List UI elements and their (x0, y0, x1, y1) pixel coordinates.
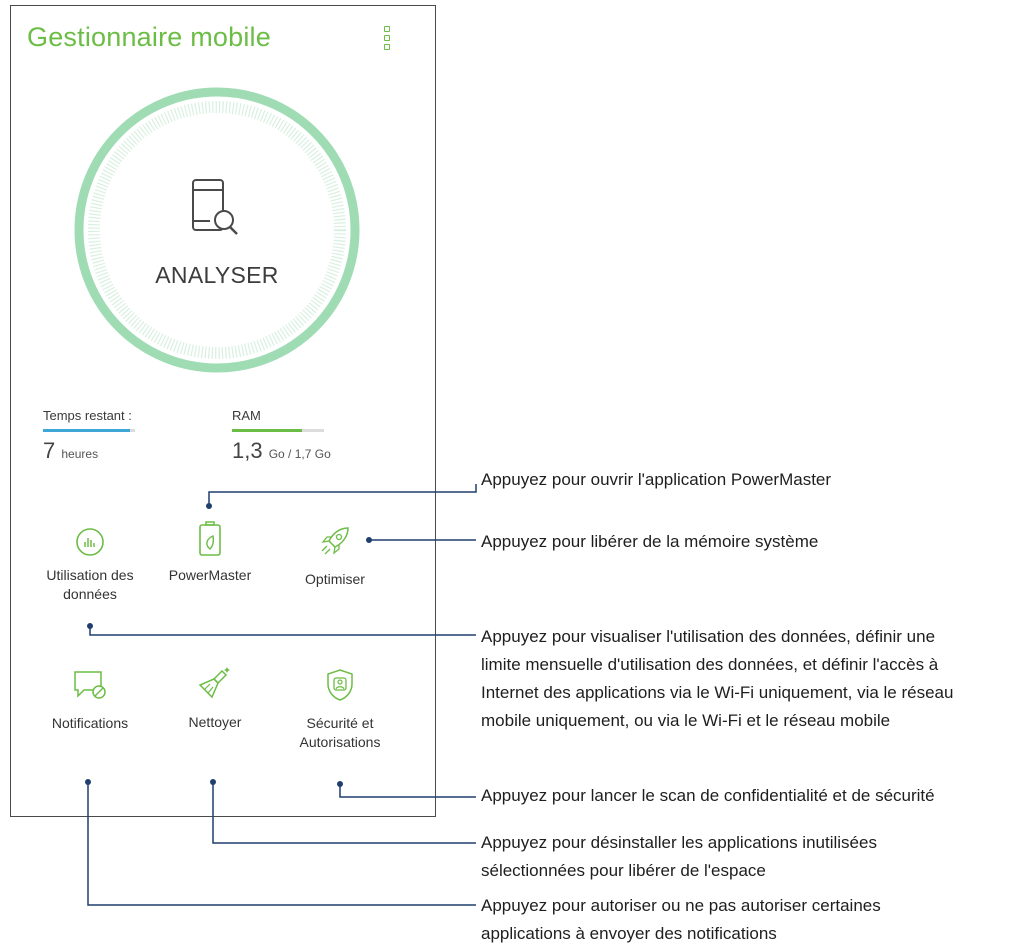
optimize-label: Optimiser (305, 571, 365, 587)
ram-bar-fill (232, 429, 302, 432)
more-options-icon[interactable] (384, 26, 392, 50)
clean-label: Nettoyer (188, 714, 242, 730)
data-usage-label-line1: Utilisation des (46, 567, 134, 583)
callout-notifications: Appuyez pour autoriser ou ne pas autoris… (481, 892, 881, 948)
chart-circle-icon (76, 528, 104, 556)
callout-data-usage-line: Appuyez pour visualiser l'utilisation de… (481, 627, 936, 646)
security-tile[interactable]: Sécurité et Autorisations (280, 668, 400, 752)
battery-unit: heures (61, 447, 99, 461)
callout-clean-line: Appuyez pour désinstaller les applicatio… (481, 833, 877, 852)
rocket-icon (321, 527, 349, 555)
battery-bar-fill (43, 429, 131, 432)
data-usage-tile[interactable]: Utilisation des données (25, 526, 155, 604)
phone-screen (10, 5, 436, 817)
callout-notifications-line: Appuyez pour autoriser ou ne pas autoris… (481, 896, 881, 915)
shield-user-icon (327, 669, 353, 701)
ram-label: RAM (232, 408, 261, 423)
phone-search-icon (192, 179, 238, 235)
scan-ring (74, 87, 360, 373)
security-label-line2: Autorisations (299, 734, 381, 750)
battery-bar (43, 429, 135, 432)
ram-stat[interactable]: RAM 1,3 Go / 1,7 Go (232, 408, 331, 464)
ram-used: 1,3 (232, 438, 263, 463)
battery-hours: 7 (43, 438, 56, 463)
callout-powermaster: Appuyez pour ouvrir l'application PowerM… (481, 470, 832, 489)
data-usage-label-line2: données (63, 586, 117, 602)
powermaster-label: PowerMaster (168, 567, 252, 583)
callout-data-usage: Appuyez pour visualiser l'utilisation de… (481, 623, 953, 735)
security-label-line1: Sécurité et (306, 715, 374, 731)
callout-data-usage-line: mobile uniquement, ou via le Wi-Fi et le… (481, 711, 891, 730)
callout-data-usage-line: limite mensuelle d'utilisation des donné… (481, 655, 939, 674)
callout-optimize: Appuyez pour libérer de la mémoire systè… (481, 532, 819, 551)
battery-time-label: Temps restant : (43, 408, 132, 423)
notifications-tile[interactable]: Notifications (30, 668, 150, 733)
callout-clean-line: sélectionnées pour libérer de l'espace (481, 861, 766, 880)
broom-icon (198, 667, 230, 699)
notifications-label: Notifications (51, 715, 129, 731)
data-usage-label: Utilisation des données (25, 566, 155, 604)
battery-time-value: 7 heures (43, 438, 135, 464)
ram-unit: Go / 1,7 Go (268, 447, 331, 461)
clean-tile[interactable]: Nettoyer (155, 665, 275, 732)
security-label: Sécurité et Autorisations (280, 714, 400, 752)
battery-time-stat[interactable]: Temps restant : 7 heures (43, 408, 135, 464)
callout-data-usage-line: Internet des applications via le Wi-Fi u… (481, 683, 954, 702)
analyser-button[interactable]: ANALYSER (72, 85, 362, 375)
callout-security: Appuyez pour lancer le scan de confident… (481, 786, 935, 805)
analyser-label: ANALYSER (155, 262, 279, 288)
callout-clean: Appuyez pour désinstaller les applicatio… (481, 829, 877, 885)
optimize-tile[interactable]: Optimiser (275, 524, 395, 589)
app-title: Gestionnaire mobile (27, 22, 271, 52)
ram-bar (232, 429, 324, 432)
message-block-icon (74, 671, 106, 699)
ram-value: 1,3 Go / 1,7 Go (232, 438, 331, 464)
battery-leaf-icon (199, 521, 221, 556)
powermaster-tile[interactable]: PowerMaster (150, 520, 270, 585)
callout-notifications-line: applications à envoyer des notifications (481, 924, 777, 943)
